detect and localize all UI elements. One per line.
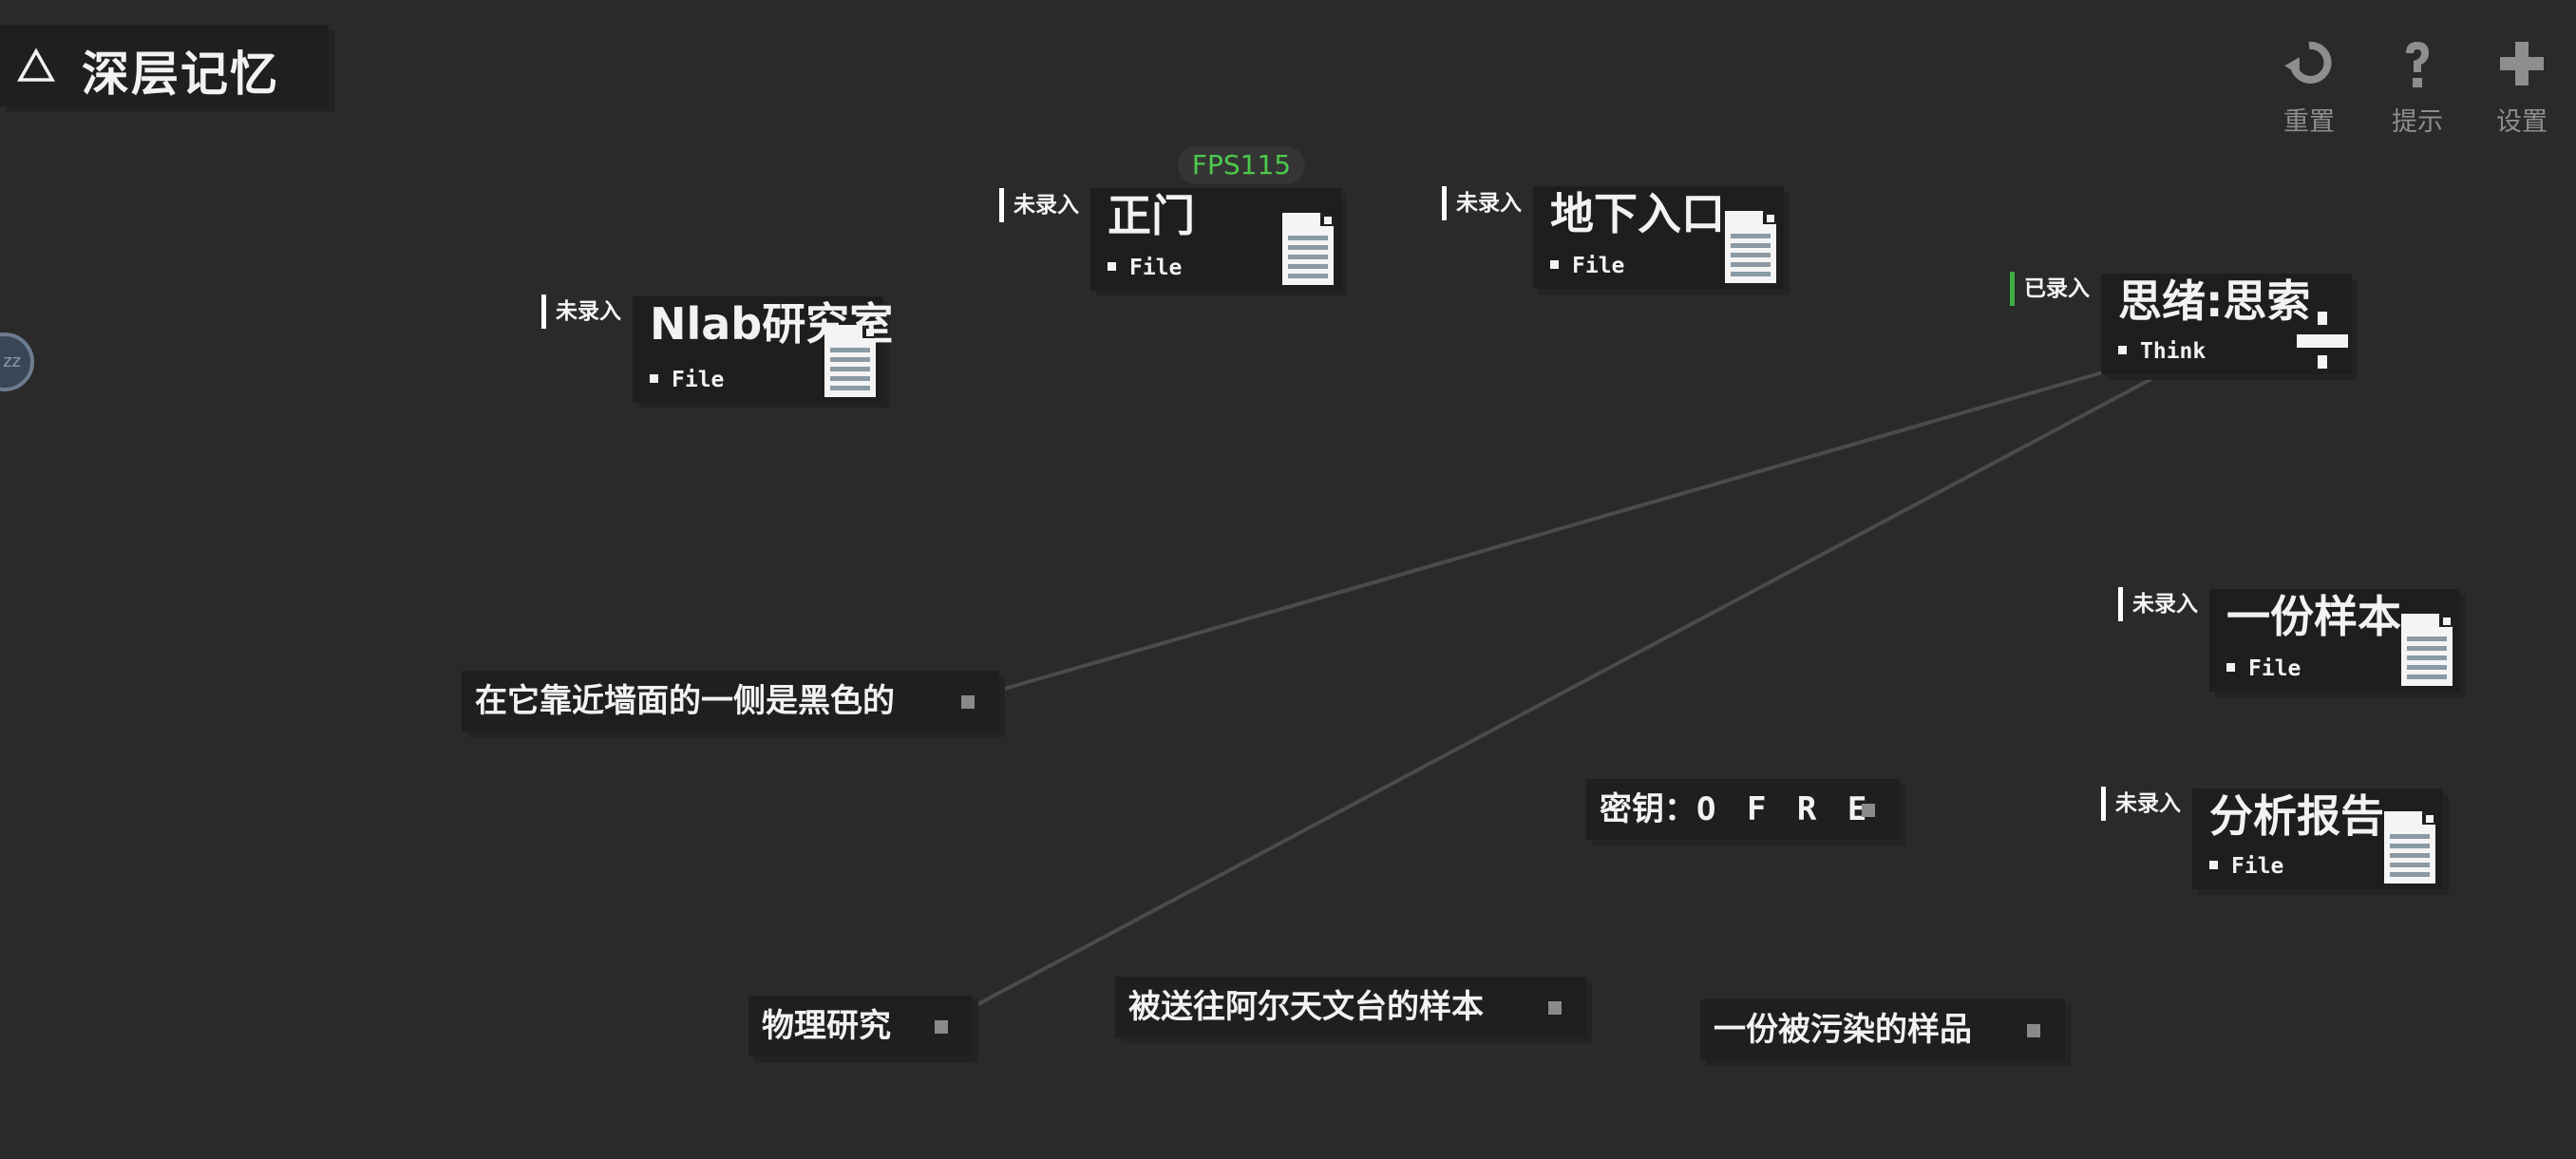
- clue-wall-side[interactable]: 在它靠近墙面的一侧是黑色的: [462, 671, 999, 732]
- fps-counter: FPS115: [1178, 146, 1305, 184]
- node-title: 正门: [1108, 190, 1195, 241]
- node-title: 地下入口: [1550, 188, 1725, 239]
- node-type: File: [650, 367, 724, 393]
- link-thought-wall-side: [1000, 370, 2104, 692]
- document-icon: [2401, 614, 2453, 686]
- page-title: 深层记忆: [82, 47, 279, 102]
- node-card: Nlab研究室 File: [633, 296, 893, 403]
- node-type: File: [2209, 853, 2283, 880]
- clue-physics[interactable]: 物理研究: [748, 996, 973, 1056]
- reset-label: 重置: [2283, 107, 2335, 137]
- record-status-tag: 未录入: [1442, 186, 1529, 220]
- node-type: File: [2226, 656, 2301, 682]
- sleep-avatar[interactable]: zz: [0, 332, 34, 391]
- document-icon: [1725, 211, 1776, 283]
- settings-label: 设置: [2496, 107, 2548, 137]
- clue-text: 被送往阿尔天文台的样本: [1128, 988, 1484, 1026]
- node-title: 思绪:思索: [2118, 276, 2311, 327]
- link-thought-physics: [972, 370, 2165, 1009]
- clue-marker: [2027, 1024, 2040, 1037]
- clue-text: 在它靠近墙面的一侧是黑色的: [475, 682, 895, 720]
- reset-icon: [2284, 41, 2332, 84]
- triangle-icon: [17, 48, 55, 82]
- settings-button[interactable]: 设置: [2479, 38, 2565, 138]
- reset-button[interactable]: 重置: [2266, 38, 2352, 138]
- record-status-tag: 未录入: [2101, 787, 2188, 821]
- clue-text: 物理研究: [762, 1007, 891, 1045]
- clue-marker: [935, 1020, 948, 1034]
- clue-marker: [961, 695, 975, 709]
- settings-icon: [2500, 42, 2544, 86]
- record-status-tag: 未录入: [541, 294, 629, 329]
- clue-observatory[interactable]: 被送往阿尔天文台的样本: [1115, 977, 1586, 1037]
- key-code: O F R E: [1696, 790, 1873, 828]
- key-prefix: 密钥：: [1600, 790, 1696, 828]
- node-title: 分析报告: [2209, 790, 2384, 842]
- node-type: File: [1550, 253, 1624, 279]
- hint-label: 提示: [2392, 107, 2443, 137]
- hint-icon: [2406, 42, 2429, 87]
- record-status-tag: 未录入: [2118, 587, 2206, 621]
- document-icon: [1282, 213, 1334, 285]
- clue-text: 一份被污染的样品: [1714, 1011, 1972, 1049]
- node-card: 分析报告 File: [2192, 788, 2443, 889]
- document-icon: [2384, 811, 2435, 884]
- clue-marker: [1548, 1001, 1562, 1015]
- node-card: 一份样本 File: [2209, 589, 2460, 692]
- record-status-tag: 未录入: [999, 188, 1087, 222]
- node-card: 思绪:思索 Think: [2101, 274, 2352, 374]
- node-title: 一份样本: [2226, 591, 2401, 642]
- clue-contaminated[interactable]: 一份被污染的样品: [1700, 999, 2065, 1060]
- node-card: 正门 File: [1090, 188, 1341, 291]
- memory-title-panel[interactable]: 深层记忆: [0, 25, 329, 106]
- document-icon: [824, 325, 876, 397]
- node-type: Think: [2118, 338, 2206, 365]
- divide-icon: [2297, 312, 2348, 369]
- hint-button[interactable]: 提示: [2375, 38, 2460, 138]
- node-type: File: [1108, 255, 1182, 281]
- clue-key[interactable]: 密钥：O F R E: [1586, 779, 1900, 840]
- record-status-tag: 已录入: [2010, 272, 2097, 306]
- clue-marker: [1862, 804, 1875, 817]
- node-card: 地下入口 File: [1533, 186, 1784, 289]
